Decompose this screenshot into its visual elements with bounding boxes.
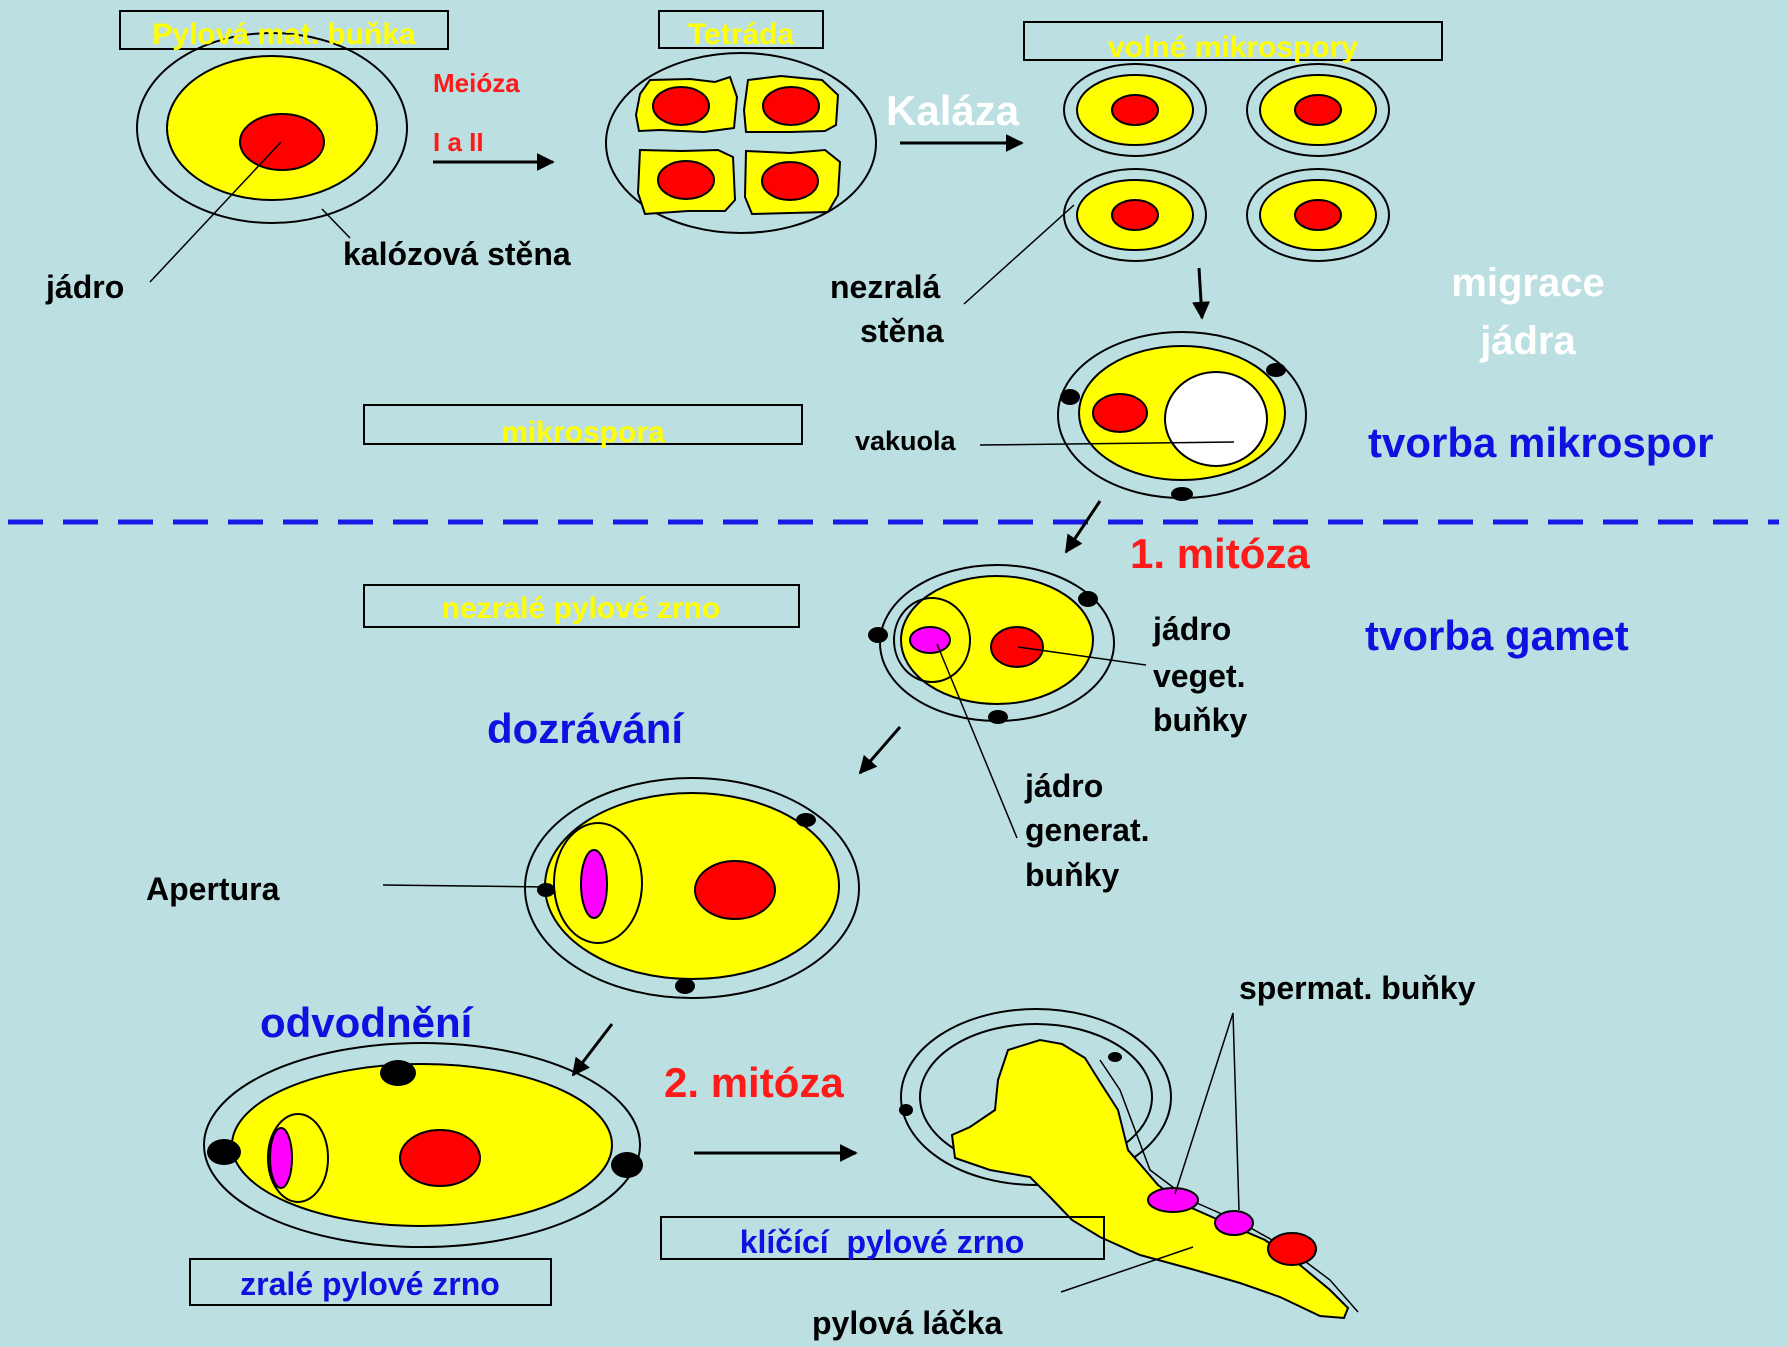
- label-mitosis2: 2. mitóza: [664, 1059, 844, 1106]
- vegetative-nucleus: [695, 861, 775, 919]
- tetrad-nucleus: [653, 87, 709, 125]
- label-gen-nucleus-3: buňky: [1025, 857, 1119, 893]
- label-free-microspores: volné mikrospory: [1108, 31, 1358, 64]
- vegetative-nucleus: [400, 1130, 480, 1186]
- label-tetrad: Tetráda: [688, 18, 794, 51]
- tetrad-nucleus: [762, 162, 818, 200]
- tetrad-nucleus: [763, 87, 819, 125]
- microspore-nucleus: [1093, 394, 1147, 432]
- sperm-cell: [1148, 1188, 1198, 1212]
- label-meiosis-sub: I a II: [433, 127, 484, 157]
- label-mitosis1: 1. mitóza: [1130, 530, 1310, 577]
- label-callase: Kaláza: [886, 87, 1020, 134]
- generative-cell-nucleus: [581, 850, 607, 918]
- box-mature-pollen: zralé pylové zrno: [190, 1259, 551, 1305]
- label-pollen-tube: pylová láčka: [812, 1305, 1003, 1341]
- vacuole: [1165, 372, 1267, 466]
- label-nucleus: jádro: [45, 269, 124, 305]
- label-nucleus-migration-1: migrace: [1451, 261, 1604, 305]
- label-immature-wall-1: nezralá: [830, 269, 940, 305]
- tetrad-nucleus: [658, 161, 714, 199]
- label-pollen-mother-cell: Pylová mat. buňka: [152, 18, 416, 51]
- generative-nucleus: [910, 627, 950, 653]
- label-veg-nucleus-2: veget.: [1153, 658, 1245, 694]
- label-mature-pollen: zralé pylové zrno: [240, 1266, 500, 1302]
- label-veg-nucleus-3: buňky: [1153, 702, 1247, 738]
- generative-cell-nucleus: [270, 1128, 292, 1188]
- label-nucleus-migration-2: jádra: [1479, 319, 1576, 363]
- label-meiosis: Meióza: [433, 68, 520, 98]
- label-dehydration: odvodnění: [260, 999, 474, 1046]
- label-gamete-formation: tvorba gamet: [1365, 612, 1629, 659]
- vegetative-nucleus: [991, 627, 1043, 667]
- label-callose-wall: kalózová stěna: [343, 236, 571, 272]
- label-microspore-formation: tvorba mikrospor: [1368, 419, 1713, 466]
- label-germinating-pollen: klíčící pylové zrno: [740, 1224, 1025, 1260]
- free-microspore: [1247, 169, 1389, 261]
- label-sperm-cells: spermat. buňky: [1239, 970, 1476, 1006]
- label-microspore: mikrospora: [501, 416, 665, 449]
- free-microspore: [1247, 64, 1389, 156]
- label-gen-nucleus-2: generat.: [1025, 812, 1149, 848]
- label-immature-wall-2: stěna: [860, 313, 944, 349]
- free-microspore: [1064, 169, 1206, 261]
- mother-cell-nucleus: [240, 114, 324, 170]
- sperm-cell: [1215, 1211, 1253, 1235]
- label-vacuole: vakuola: [855, 426, 957, 456]
- free-microspore: [1064, 64, 1206, 156]
- label-immature-pollen: nezralé pylové zrno: [442, 592, 720, 625]
- tube-nucleus: [1268, 1233, 1316, 1265]
- label-gen-nucleus-1: jádro: [1024, 768, 1103, 804]
- label-veg-nucleus-1: jádro: [1152, 611, 1231, 647]
- label-maturation: dozrávání: [487, 705, 684, 752]
- label-aperture: Apertura: [146, 871, 280, 907]
